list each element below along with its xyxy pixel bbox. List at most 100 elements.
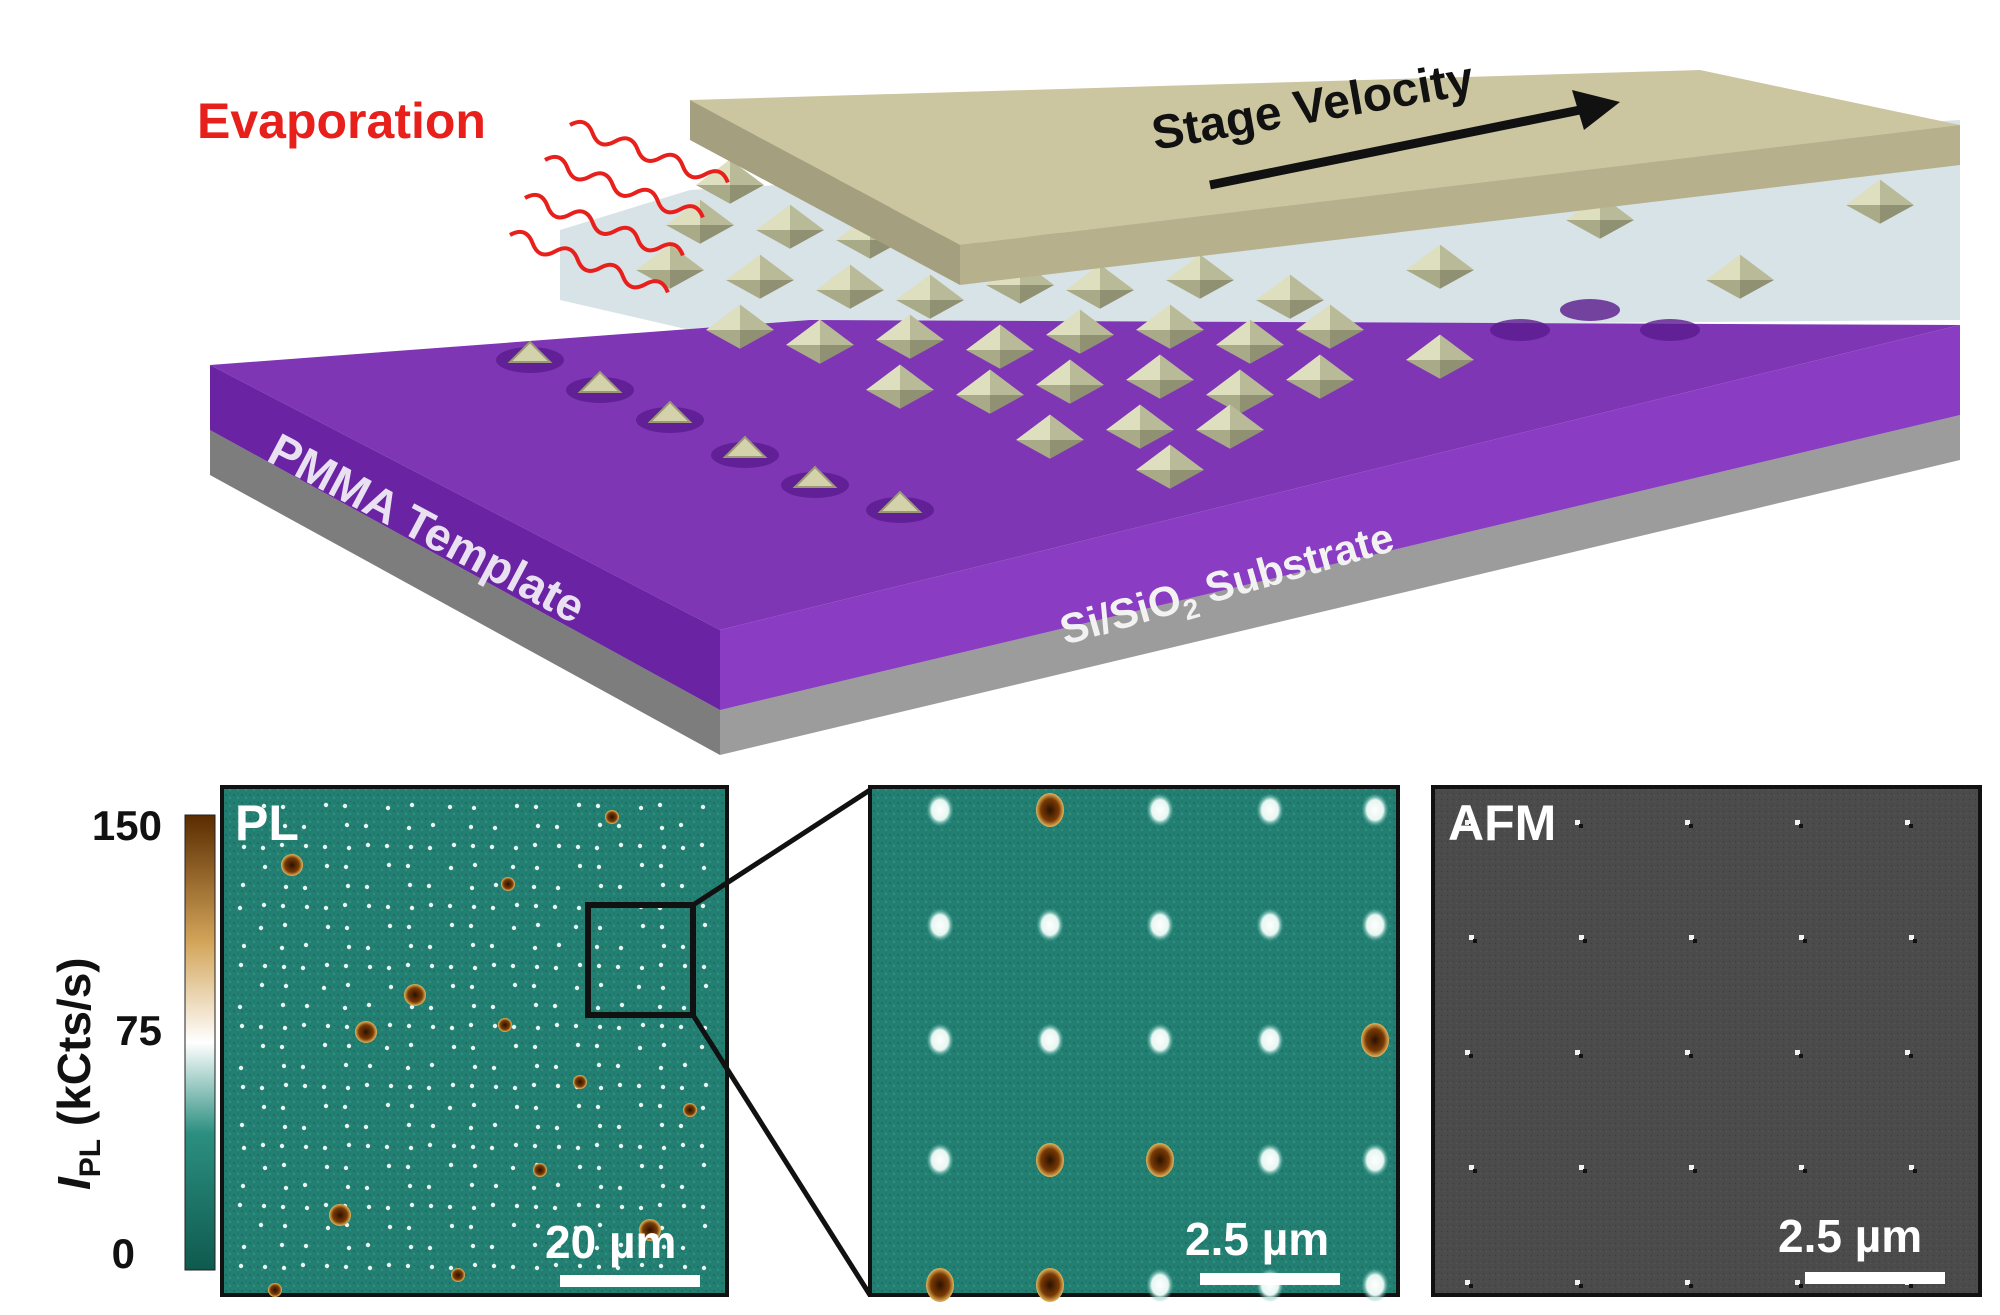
afm-particle — [1905, 820, 1910, 825]
pl-dot — [409, 1202, 415, 1208]
pl-dot — [450, 1082, 456, 1088]
pl-dot — [344, 1024, 350, 1030]
pl-dot — [615, 1063, 621, 1069]
zoom-hot-dot — [1146, 1143, 1174, 1177]
pl-dot — [387, 1224, 393, 1230]
pl-dot — [408, 943, 414, 949]
pl-dot — [324, 1263, 330, 1269]
crystal — [1066, 264, 1134, 309]
pl-hot-spot — [329, 1204, 351, 1226]
pl-dot — [661, 1244, 667, 1250]
pl-dot — [303, 843, 309, 849]
pl-dot — [258, 925, 264, 931]
pl-dot — [640, 923, 646, 929]
pl-dot — [514, 803, 520, 809]
pl-dot — [241, 844, 247, 850]
pl-dot — [241, 1145, 247, 1151]
pl-dot — [575, 1145, 581, 1151]
afm-panel: AFM 2.5 µm — [1431, 785, 1982, 1297]
pl-dot — [258, 1024, 264, 1030]
pl-dot — [471, 1003, 477, 1009]
crystal — [1706, 254, 1774, 299]
pl-dot — [324, 863, 330, 869]
pl-dot — [280, 1204, 286, 1210]
pl-dot — [240, 1183, 246, 1189]
pl-map-scale-bar — [560, 1275, 700, 1287]
pl-dot — [556, 942, 562, 948]
afm-particle — [1689, 935, 1694, 940]
pl-dot — [639, 1262, 645, 1268]
zoom-hot-dot — [1036, 1268, 1064, 1302]
pl-dot — [300, 1064, 306, 1070]
afm-particle — [1469, 1165, 1474, 1170]
crystal — [726, 254, 794, 299]
pl-dot — [556, 1144, 562, 1150]
pl-hot-spot — [451, 1268, 465, 1282]
pl-dot — [594, 1245, 600, 1251]
pl-dot — [660, 1183, 666, 1189]
pl-dot — [534, 1063, 540, 1069]
pl-dot — [409, 802, 415, 808]
pl-dot — [638, 1102, 644, 1108]
pl-dot — [532, 1044, 538, 1050]
pl-dot — [429, 963, 435, 969]
pl-dot — [617, 1185, 623, 1191]
pl-dot — [472, 1262, 478, 1268]
pl-dot — [345, 883, 351, 889]
pl-dot — [283, 884, 289, 890]
pl-dot — [323, 802, 329, 808]
pl-dot — [701, 865, 707, 871]
pl-dot — [405, 1065, 411, 1071]
crystal — [1166, 254, 1234, 299]
pl-dot — [493, 882, 499, 888]
pl-dot — [345, 982, 351, 988]
pl-dot — [468, 1224, 474, 1230]
pl-dot — [661, 1042, 667, 1048]
afm-particle — [1469, 935, 1474, 940]
pl-dot — [491, 1065, 497, 1071]
substrate — [210, 405, 1960, 755]
pl-dot — [637, 1144, 643, 1150]
pl-dot — [682, 1264, 688, 1270]
pl-dot — [346, 944, 352, 950]
pl-hot-spot — [501, 877, 515, 891]
pl-dot — [618, 1242, 624, 1248]
afm-particle — [1575, 1280, 1580, 1285]
crystal — [816, 264, 884, 309]
pmma-template — [210, 299, 1960, 710]
pl-dot — [512, 982, 518, 988]
pl-hot-spot — [683, 1103, 697, 1117]
pl-dot — [597, 1222, 603, 1228]
pl-dot — [448, 1265, 454, 1271]
pl-dot — [344, 822, 350, 828]
pl-dot — [554, 1022, 560, 1028]
pl-dot — [598, 982, 604, 988]
pl-dot — [490, 905, 496, 911]
colorbar: 150 75 0 IPL (kCts/s) — [48, 802, 216, 1277]
pl-dot — [594, 944, 600, 950]
zoom-dot — [1361, 793, 1389, 827]
pl-dot — [657, 802, 663, 808]
zoom-dot — [1146, 1268, 1174, 1302]
pl-dot — [324, 1164, 330, 1170]
pl-dot — [451, 842, 457, 848]
pl-dot — [491, 962, 497, 968]
pl-dot — [489, 1244, 495, 1250]
pl-dot — [597, 1123, 603, 1129]
pl-dot — [576, 1103, 582, 1109]
pl-dot — [469, 1182, 475, 1188]
pl-dot — [322, 844, 328, 850]
pl-dot — [367, 964, 373, 970]
pl-map-title: PL — [235, 795, 299, 851]
pl-dot — [618, 842, 624, 848]
pl-dot — [240, 882, 246, 888]
pl-dot — [680, 944, 686, 950]
afm-particle — [1909, 935, 1914, 940]
pl-dot — [426, 883, 432, 889]
pl-dot — [472, 862, 478, 868]
pl-dot — [575, 1042, 581, 1048]
pl-dot — [535, 1124, 541, 1130]
pl-dot — [574, 985, 580, 991]
pl-dot — [532, 1242, 538, 1248]
pl-dot — [237, 1202, 243, 1208]
